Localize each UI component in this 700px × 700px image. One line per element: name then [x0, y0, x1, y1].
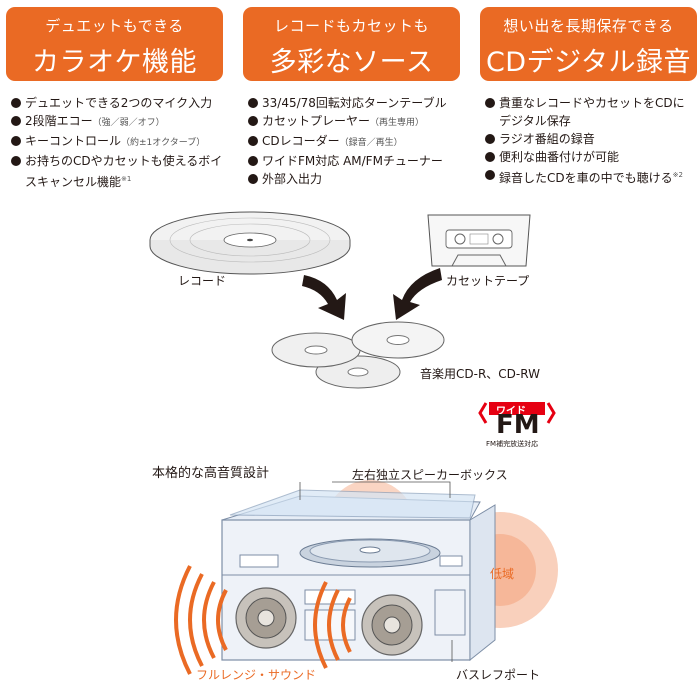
list-item: 外部入出力: [247, 170, 469, 188]
arrow-left-icon: [302, 275, 346, 320]
list-item: 貴重なレコードやカセットをCDにデジタル保存: [484, 94, 696, 130]
speaker-box-callout: 左右独立スピーカーボックス: [352, 468, 508, 482]
list-item: 33/45/78回転対応ターンテーブル: [247, 94, 469, 112]
cd-discs-icon: [271, 321, 445, 389]
header-cd-recording: 想い出を長期保存できる CDデジタル録音: [480, 7, 697, 81]
list-item: キーコントロール（約±1オクターブ）: [10, 132, 232, 152]
list-item: 録音したCDを車の中でも聴ける※2: [484, 166, 696, 187]
feature-list-cd: 貴重なレコードやカセットをCDにデジタル保存 ラジオ番組の録音 便利な曲番付けが…: [484, 94, 696, 187]
fullrange-callout: フルレンジ・サウンド: [196, 668, 317, 682]
wide-fm-big-text: FM: [496, 410, 540, 440]
cd-label: 音楽用CD-R、CD-RW: [420, 367, 540, 381]
list-item: ラジオ番組の録音: [484, 130, 696, 148]
bass-reflex-callout: バスレフポート: [456, 668, 541, 682]
list-item: CDレコーダー（録音／再生）: [247, 132, 469, 152]
stereo-system-illustration: [174, 480, 558, 675]
wide-fm-badge-text: ワイド: [496, 406, 526, 417]
list-item: カセットプレーヤー（再生専用）: [247, 112, 469, 132]
wide-fm-caption: FM補完放送対応: [486, 440, 539, 448]
feature-list-karaoke: デュエットできる2つのマイク入力 2段階エコー（強／弱／オフ） キーコントロール…: [10, 94, 232, 191]
speaker-title: 本格的な高音質設計: [152, 466, 270, 481]
header-karaoke: デュエットもできる カラオケ機能: [6, 7, 223, 81]
header-sources: レコードもカセットも 多彩なソース: [243, 7, 460, 81]
feature-list-sources: 33/45/78回転対応ターンテーブル カセットプレーヤー（再生専用） CDレコ…: [247, 94, 469, 188]
header-sub: レコードもカセットも: [273, 17, 429, 35]
cassette-label: カセットテープ: [446, 274, 530, 288]
header-main: カラオケ機能: [32, 47, 197, 78]
wide-fm-logo: [478, 402, 556, 424]
low-range-callout: 低域: [490, 567, 515, 581]
header-sub: デュエットもできる: [45, 17, 184, 35]
list-item: ワイドFM対応 AM/FMチューナー: [247, 152, 469, 170]
header-main: 多彩なソース: [269, 47, 434, 78]
header-sub: 想い出を長期保存できる: [503, 17, 674, 35]
list-item: デュエットできる2つのマイク入力: [10, 94, 232, 112]
cassette-icon: [427, 214, 531, 267]
list-item: お持ちのCDやカセットも使えるボイスキャンセル機能※1: [10, 152, 232, 191]
record-label: レコード: [178, 274, 227, 288]
header-main: CDデジタル録音: [485, 47, 692, 78]
arrow-right-icon: [393, 268, 442, 320]
list-item: 便利な曲番付けが可能: [484, 148, 696, 166]
list-item: 2段階エコー（強／弱／オフ）: [10, 112, 232, 132]
record-icon: [149, 211, 351, 275]
